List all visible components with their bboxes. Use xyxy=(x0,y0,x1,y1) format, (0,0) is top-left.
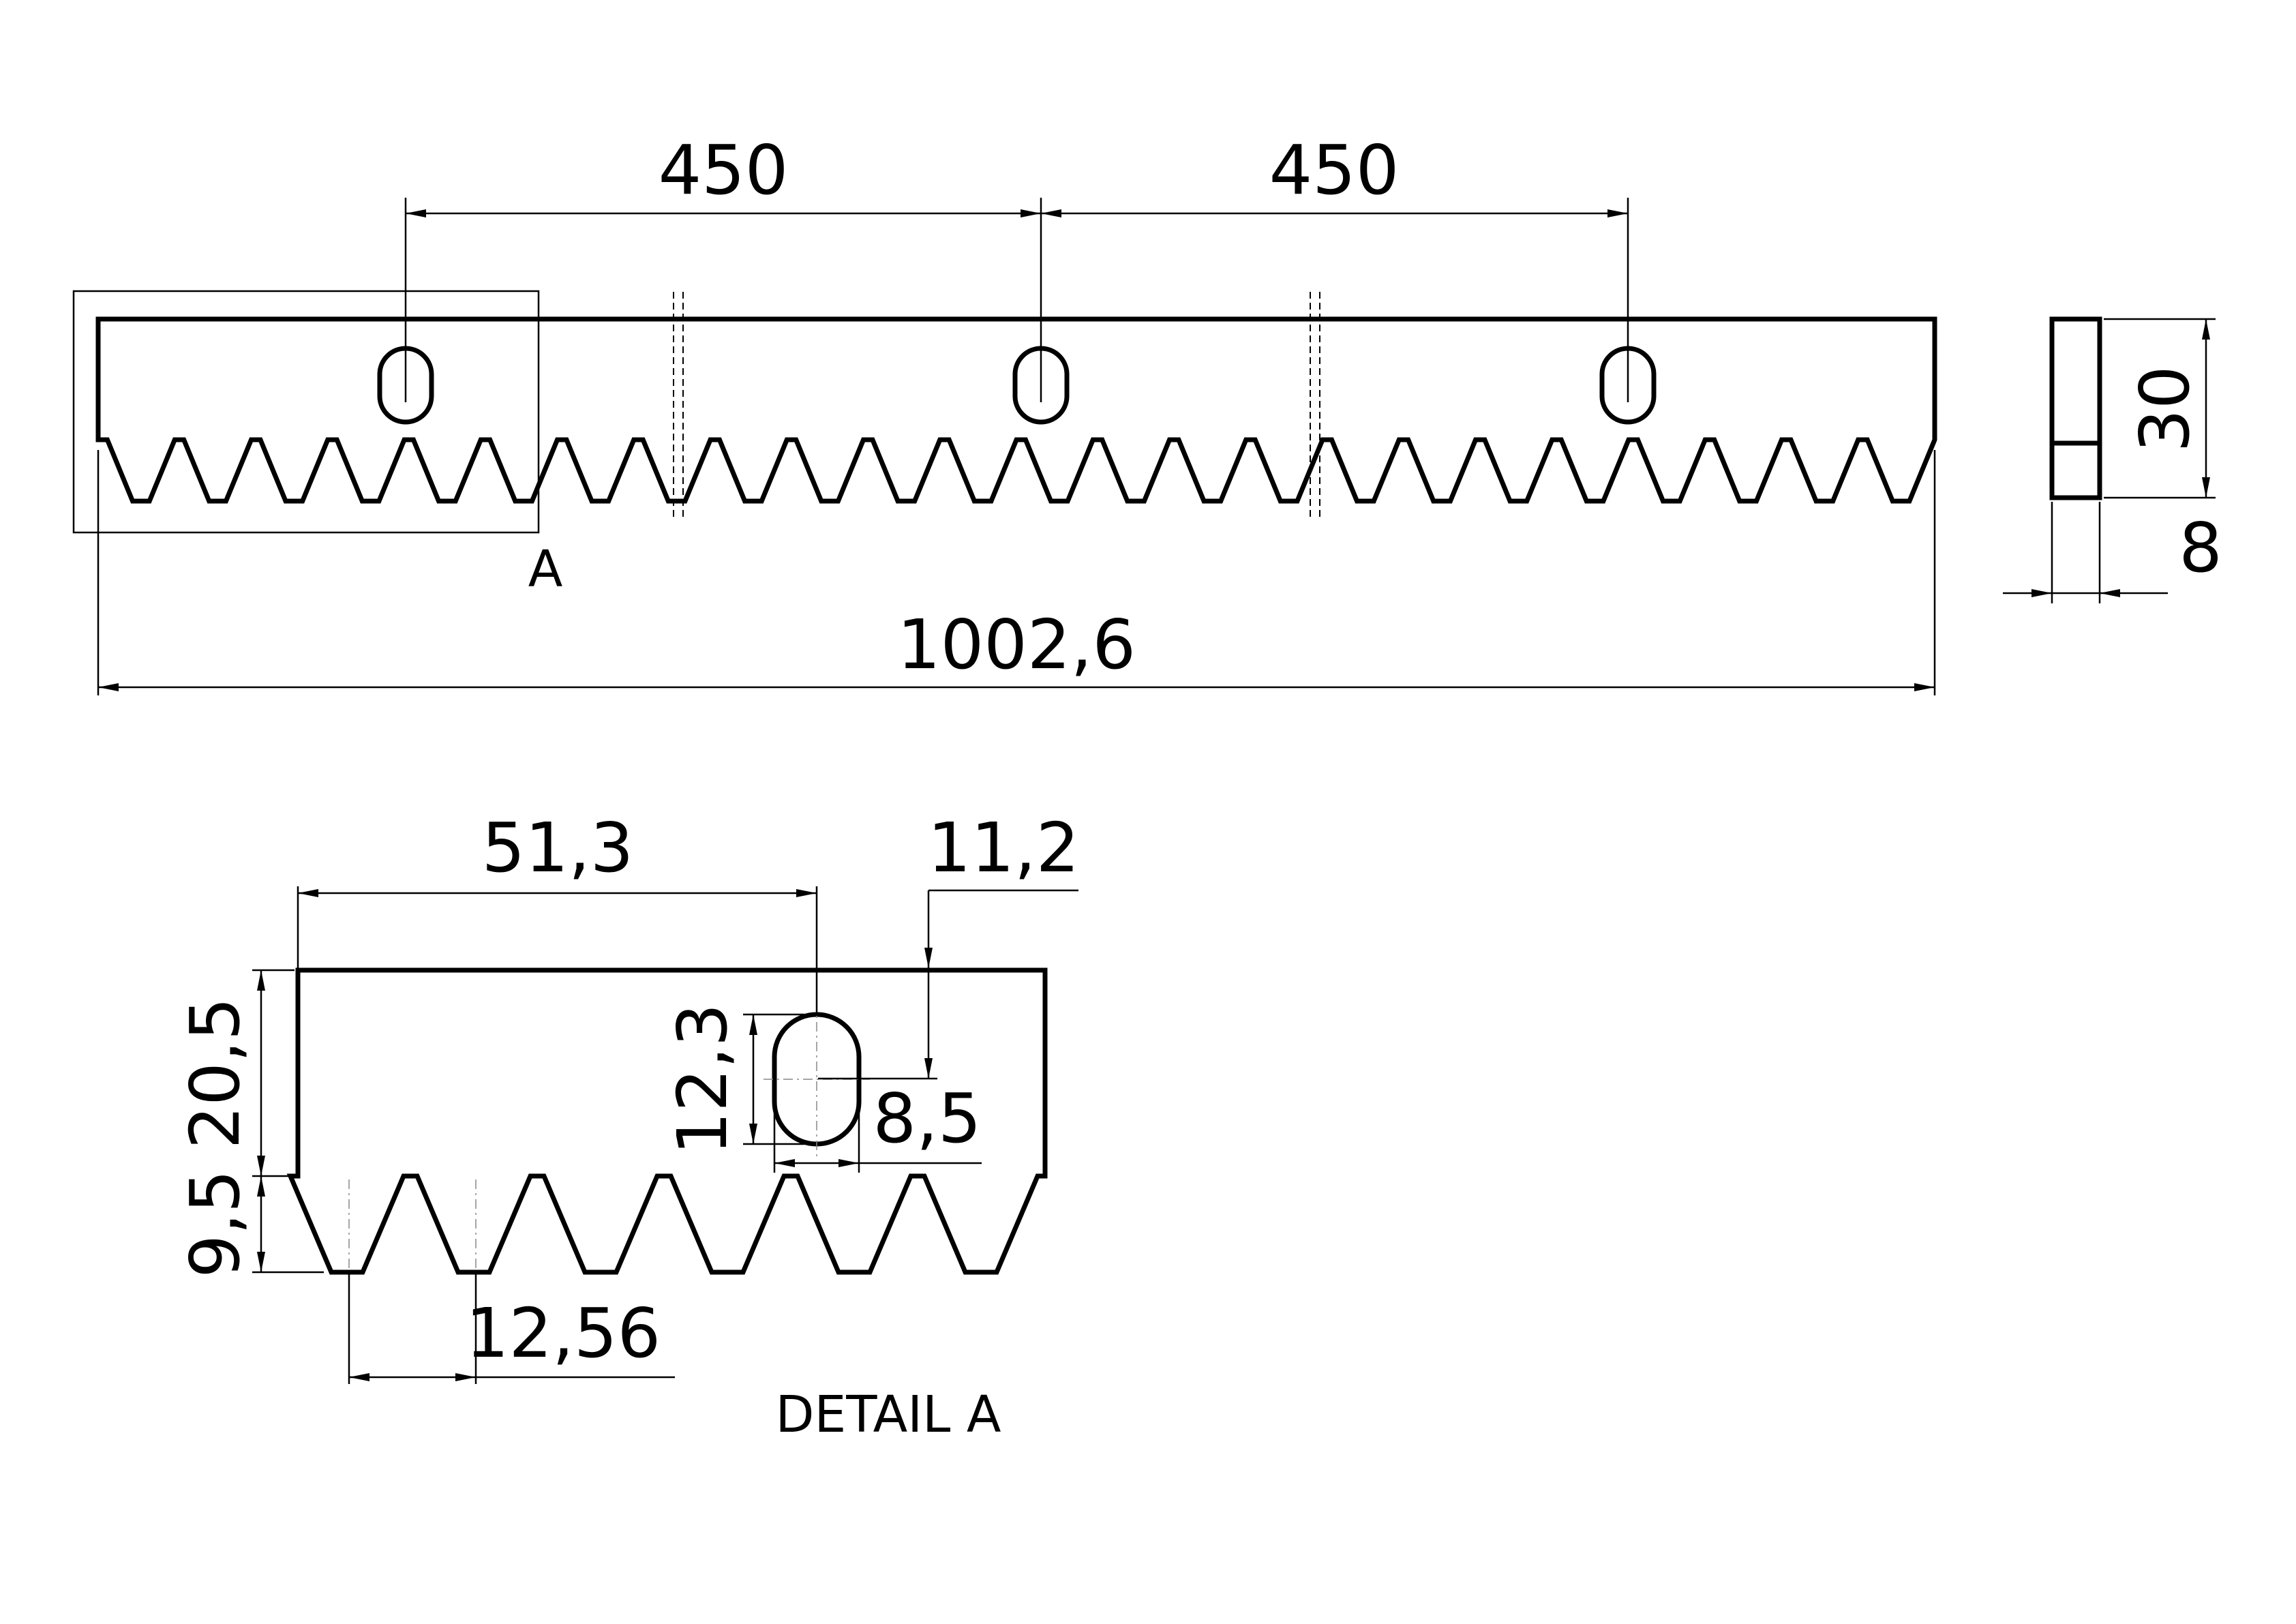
side-view xyxy=(2003,316,2216,603)
main-view: 450 450 1002,6 A 3 xyxy=(72,130,2222,695)
height-dimensions xyxy=(252,969,324,1274)
dim-slot-top-offset: 11,2 xyxy=(928,808,1080,888)
dim-body-height: 20,5 xyxy=(175,997,255,1149)
hole-spacing-dimension xyxy=(404,198,1629,402)
detail-a-callout-box xyxy=(72,290,540,534)
dim-thickness: 8 xyxy=(2179,508,2222,588)
dim-tooth-pitch: 12,56 xyxy=(466,1293,661,1373)
detail-title: DETAIL A xyxy=(775,1385,1001,1444)
slot-top-offset-dimension xyxy=(818,889,1078,1080)
detail-rack-outline xyxy=(286,967,1048,1275)
slot-position-dimension xyxy=(297,886,818,1016)
dim-tooth-height: 9,5 xyxy=(175,1169,255,1278)
detail-view: 51,3 11,2 12,3 8,5 xyxy=(175,808,1079,1444)
break-lines xyxy=(673,292,1320,518)
dim-hole-spacing-1: 450 xyxy=(659,130,789,210)
dim-slot-position: 51,3 xyxy=(482,808,634,888)
detail-callout-label: A xyxy=(528,540,563,599)
dim-slot-width: 8,5 xyxy=(873,1079,981,1158)
slot-width-dimension xyxy=(773,1091,982,1173)
dim-slot-length: 12,3 xyxy=(663,1004,742,1156)
dim-hole-spacing-2: 450 xyxy=(1269,130,1400,210)
overall-length-dimension xyxy=(97,450,1936,695)
tooth-pitch-dimension xyxy=(348,1272,675,1384)
dim-overall-length: 1002,6 xyxy=(897,605,1136,685)
rack-outline xyxy=(95,316,1937,504)
dim-height: 30 xyxy=(2125,365,2205,452)
